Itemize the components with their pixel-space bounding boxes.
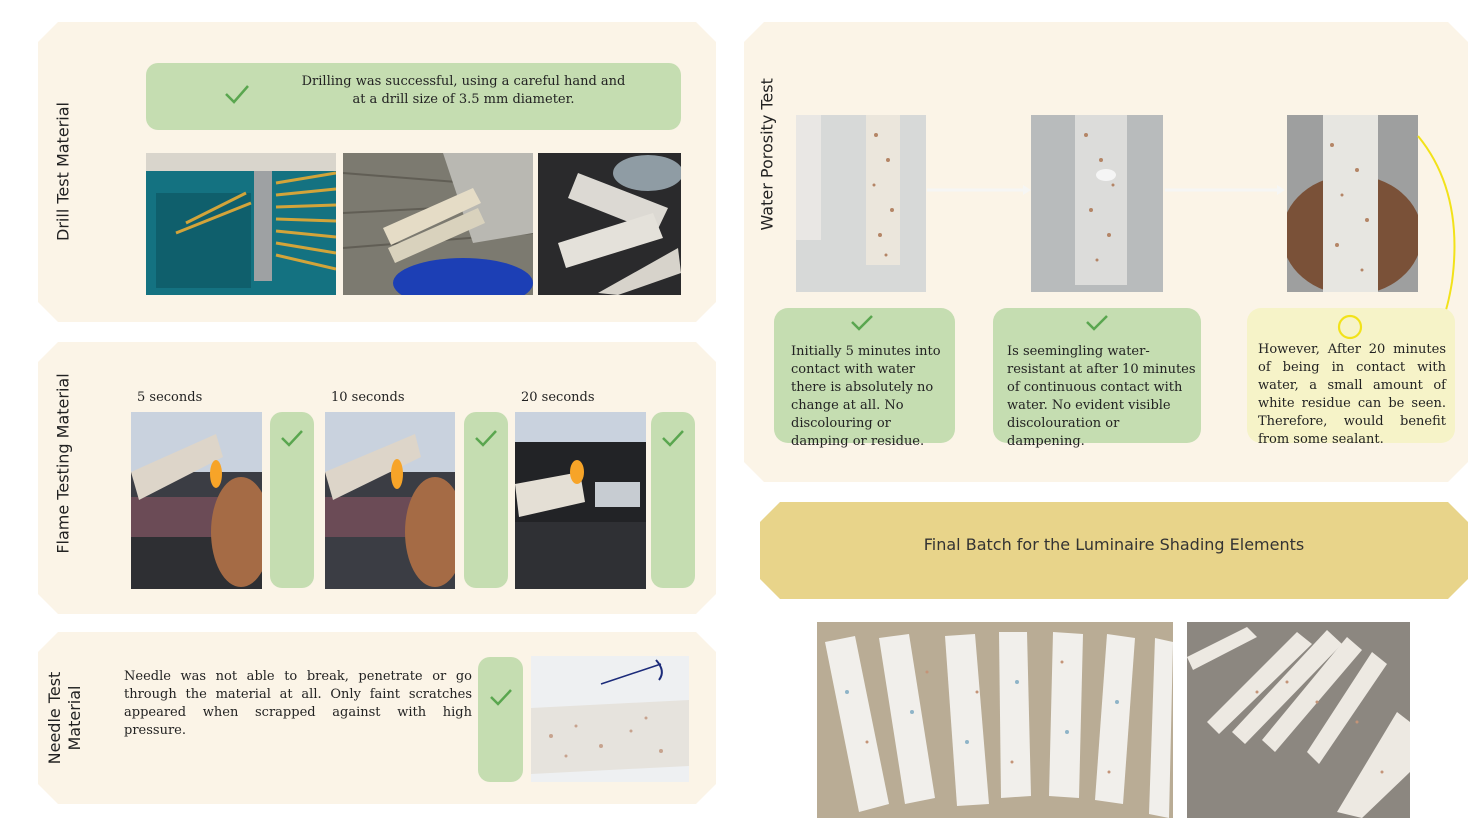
water-porosity-title: Water Porosity Test [757,78,777,231]
water-10min-note: Is seemingling water-resistant at after … [993,308,1201,443]
drill-result-box: Drilling was successful, using a careful… [146,63,681,130]
check-icon [224,83,250,105]
needle-title-line2: Material [65,685,84,751]
water-5min-text: Initially 5 minutes into contact with wa… [791,344,941,449]
needle-title-line1: Needle Test [45,671,64,765]
drill-test-title: Drill Test Material [53,102,73,241]
drill-test-panel: Drill Test Material Drilling was success… [38,22,716,322]
flame-20s-pass [651,412,695,588]
check-icon [850,314,874,332]
water-20min-photo [1287,115,1418,292]
water-20min-text: However, After 20 minutes of being in co… [1258,342,1446,447]
arrow-1 [927,185,1031,195]
circle-icon [1336,313,1364,341]
needle-pass [478,657,523,782]
tiles-in-hand-photo [538,153,681,295]
check-icon [474,428,498,448]
flame-10s-pass [464,412,508,588]
flame-5s-photo [131,412,262,589]
check-icon [661,428,685,448]
check-icon [1085,314,1109,332]
final-batch-banner: Final Batch for the Luminaire Shading El… [760,502,1468,599]
needle-test-title: Needle Test Material [45,653,85,783]
flame-test-panel: Flame Testing Material 5 seconds 10 seco… [38,342,716,614]
water-5min-photo [796,115,926,292]
caption-20-seconds: 20 seconds [521,390,595,405]
drilled-tiles-on-wood-photo [343,153,533,295]
caption-5-seconds: 5 seconds [137,390,203,405]
final-batch-title: Final Batch for the Luminaire Shading El… [923,535,1305,554]
final-batch-photo-2 [1187,622,1410,818]
caption-10-seconds: 10 seconds [331,390,405,405]
water-10min-text: Is seemingling water-resistant at after … [1007,344,1196,449]
check-icon [489,687,513,707]
flame-20s-photo [515,412,646,589]
needle-result-text: Needle was not able to break, penetrate … [124,669,472,738]
drill-result-text: Drilling was successful, using a careful… [301,74,626,107]
check-icon [280,428,304,448]
water-20min-note: However, After 20 minutes of being in co… [1247,308,1455,443]
arrow-2 [1165,185,1285,195]
needle-scratch-photo [531,656,689,782]
water-porosity-panel: Water Porosity Test [744,22,1468,482]
needle-test-panel: Needle Test Material Needle was not able… [38,632,716,804]
final-batch-photo-1 [817,622,1173,818]
drill-bits-photo [146,153,336,295]
flame-test-title: Flame Testing Material [53,373,73,554]
flame-10s-photo [325,412,455,589]
water-10min-photo [1031,115,1163,292]
flame-5s-pass [270,412,314,588]
water-5min-note: Initially 5 minutes into contact with wa… [774,308,955,443]
